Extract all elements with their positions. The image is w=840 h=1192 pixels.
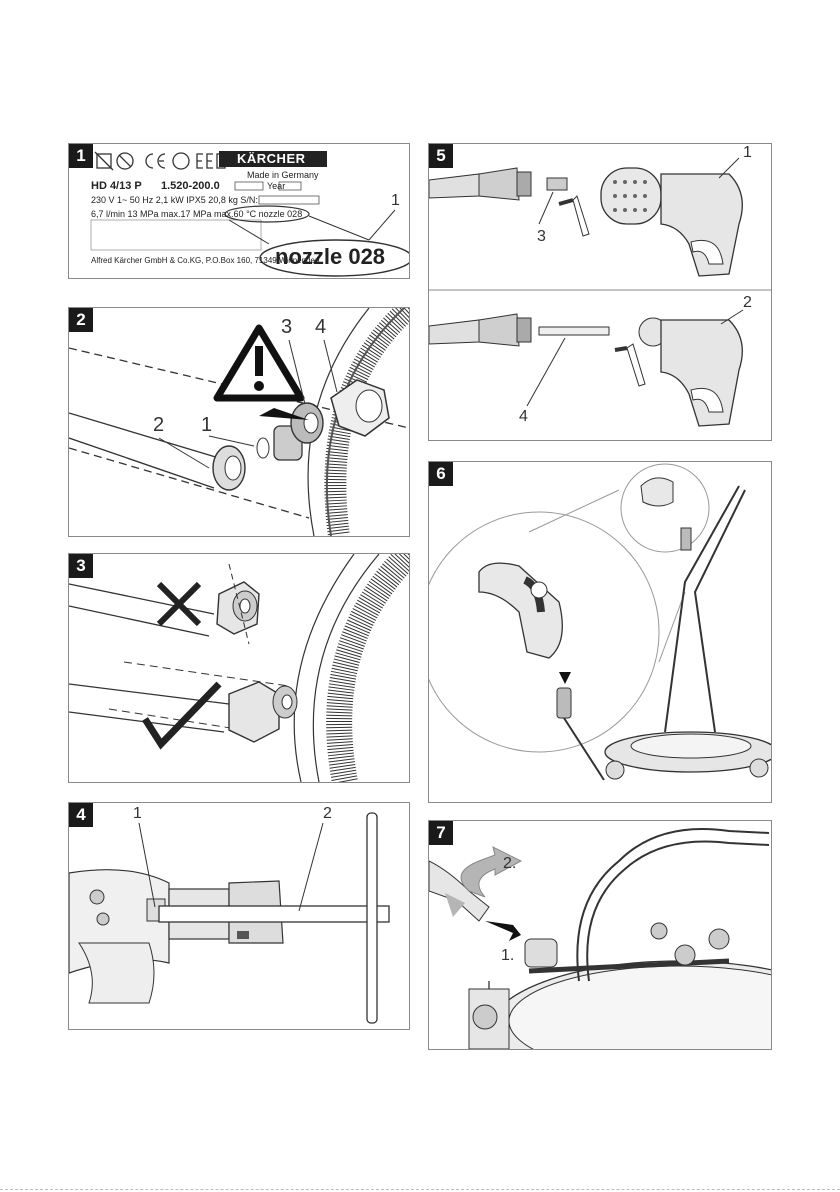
callout-2: 2 bbox=[323, 805, 332, 823]
panel-2: 2 3 4 2 1 bbox=[68, 307, 410, 537]
step-1-label: 1. bbox=[501, 947, 514, 965]
panel-4: 4 1 2 bbox=[68, 802, 410, 1030]
callout-1: 1 bbox=[133, 805, 142, 823]
panel-5: 5 1 3 2 4 bbox=[428, 143, 772, 441]
step-2-label: 2. bbox=[503, 855, 516, 873]
model-text: HD 4/13 P bbox=[91, 180, 142, 192]
page-bottom-rule bbox=[0, 1189, 840, 1190]
year-label: Year bbox=[267, 181, 285, 191]
surface-cleaner-connection-drawing bbox=[429, 821, 771, 1049]
panel-3: 3 bbox=[68, 553, 410, 783]
panel-number-badge: 2 bbox=[69, 308, 93, 332]
callout-2: 2 bbox=[743, 294, 752, 312]
callout-2: 2 bbox=[153, 414, 164, 437]
spanner-drawing bbox=[69, 803, 409, 1029]
nozzle-size-zoom: nozzle 028 bbox=[275, 244, 385, 270]
panel-number-badge: 7 bbox=[429, 821, 453, 845]
callout-3: 3 bbox=[537, 228, 546, 246]
brand-logo-text: KÄRCHER bbox=[237, 151, 306, 166]
panel-number-badge: 6 bbox=[429, 462, 453, 486]
made-in-text: Made in Germany bbox=[247, 170, 319, 180]
surface-cleaner-lance-drawing bbox=[429, 462, 771, 802]
callout-4: 4 bbox=[315, 316, 326, 339]
specs-line-1: 230 V 1~ 50 Hz 2,1 kW IPX5 20,8 kg S/N: bbox=[91, 195, 258, 205]
part-number-text: 1.520-200.0 bbox=[161, 180, 220, 192]
specs-line-2: 6,7 l/min 13 MPa max.17 MPa max.60 °C no… bbox=[91, 209, 302, 219]
panel-number-badge: 3 bbox=[69, 554, 93, 578]
panel-number-badge: 1 bbox=[69, 144, 93, 168]
callout-1: 1 bbox=[743, 144, 752, 162]
callout-4: 4 bbox=[519, 408, 528, 426]
panel-6: 6 bbox=[428, 461, 772, 803]
panel-1: 1 KÄRCHER Made in Germany HD 4/13 P bbox=[68, 143, 410, 279]
panel-number-badge: 5 bbox=[429, 144, 453, 168]
callout-1: 1 bbox=[201, 414, 212, 437]
panel-7: 7 2. 1. bbox=[428, 820, 772, 1050]
callout-1: 1 bbox=[391, 192, 400, 210]
correct-incorrect-drawing bbox=[69, 554, 409, 782]
spray-gun-drawing bbox=[429, 144, 771, 440]
panel-number-badge: 4 bbox=[69, 803, 93, 827]
callout-3: 3 bbox=[281, 316, 292, 339]
nozzle-assembly-drawing bbox=[69, 308, 409, 536]
